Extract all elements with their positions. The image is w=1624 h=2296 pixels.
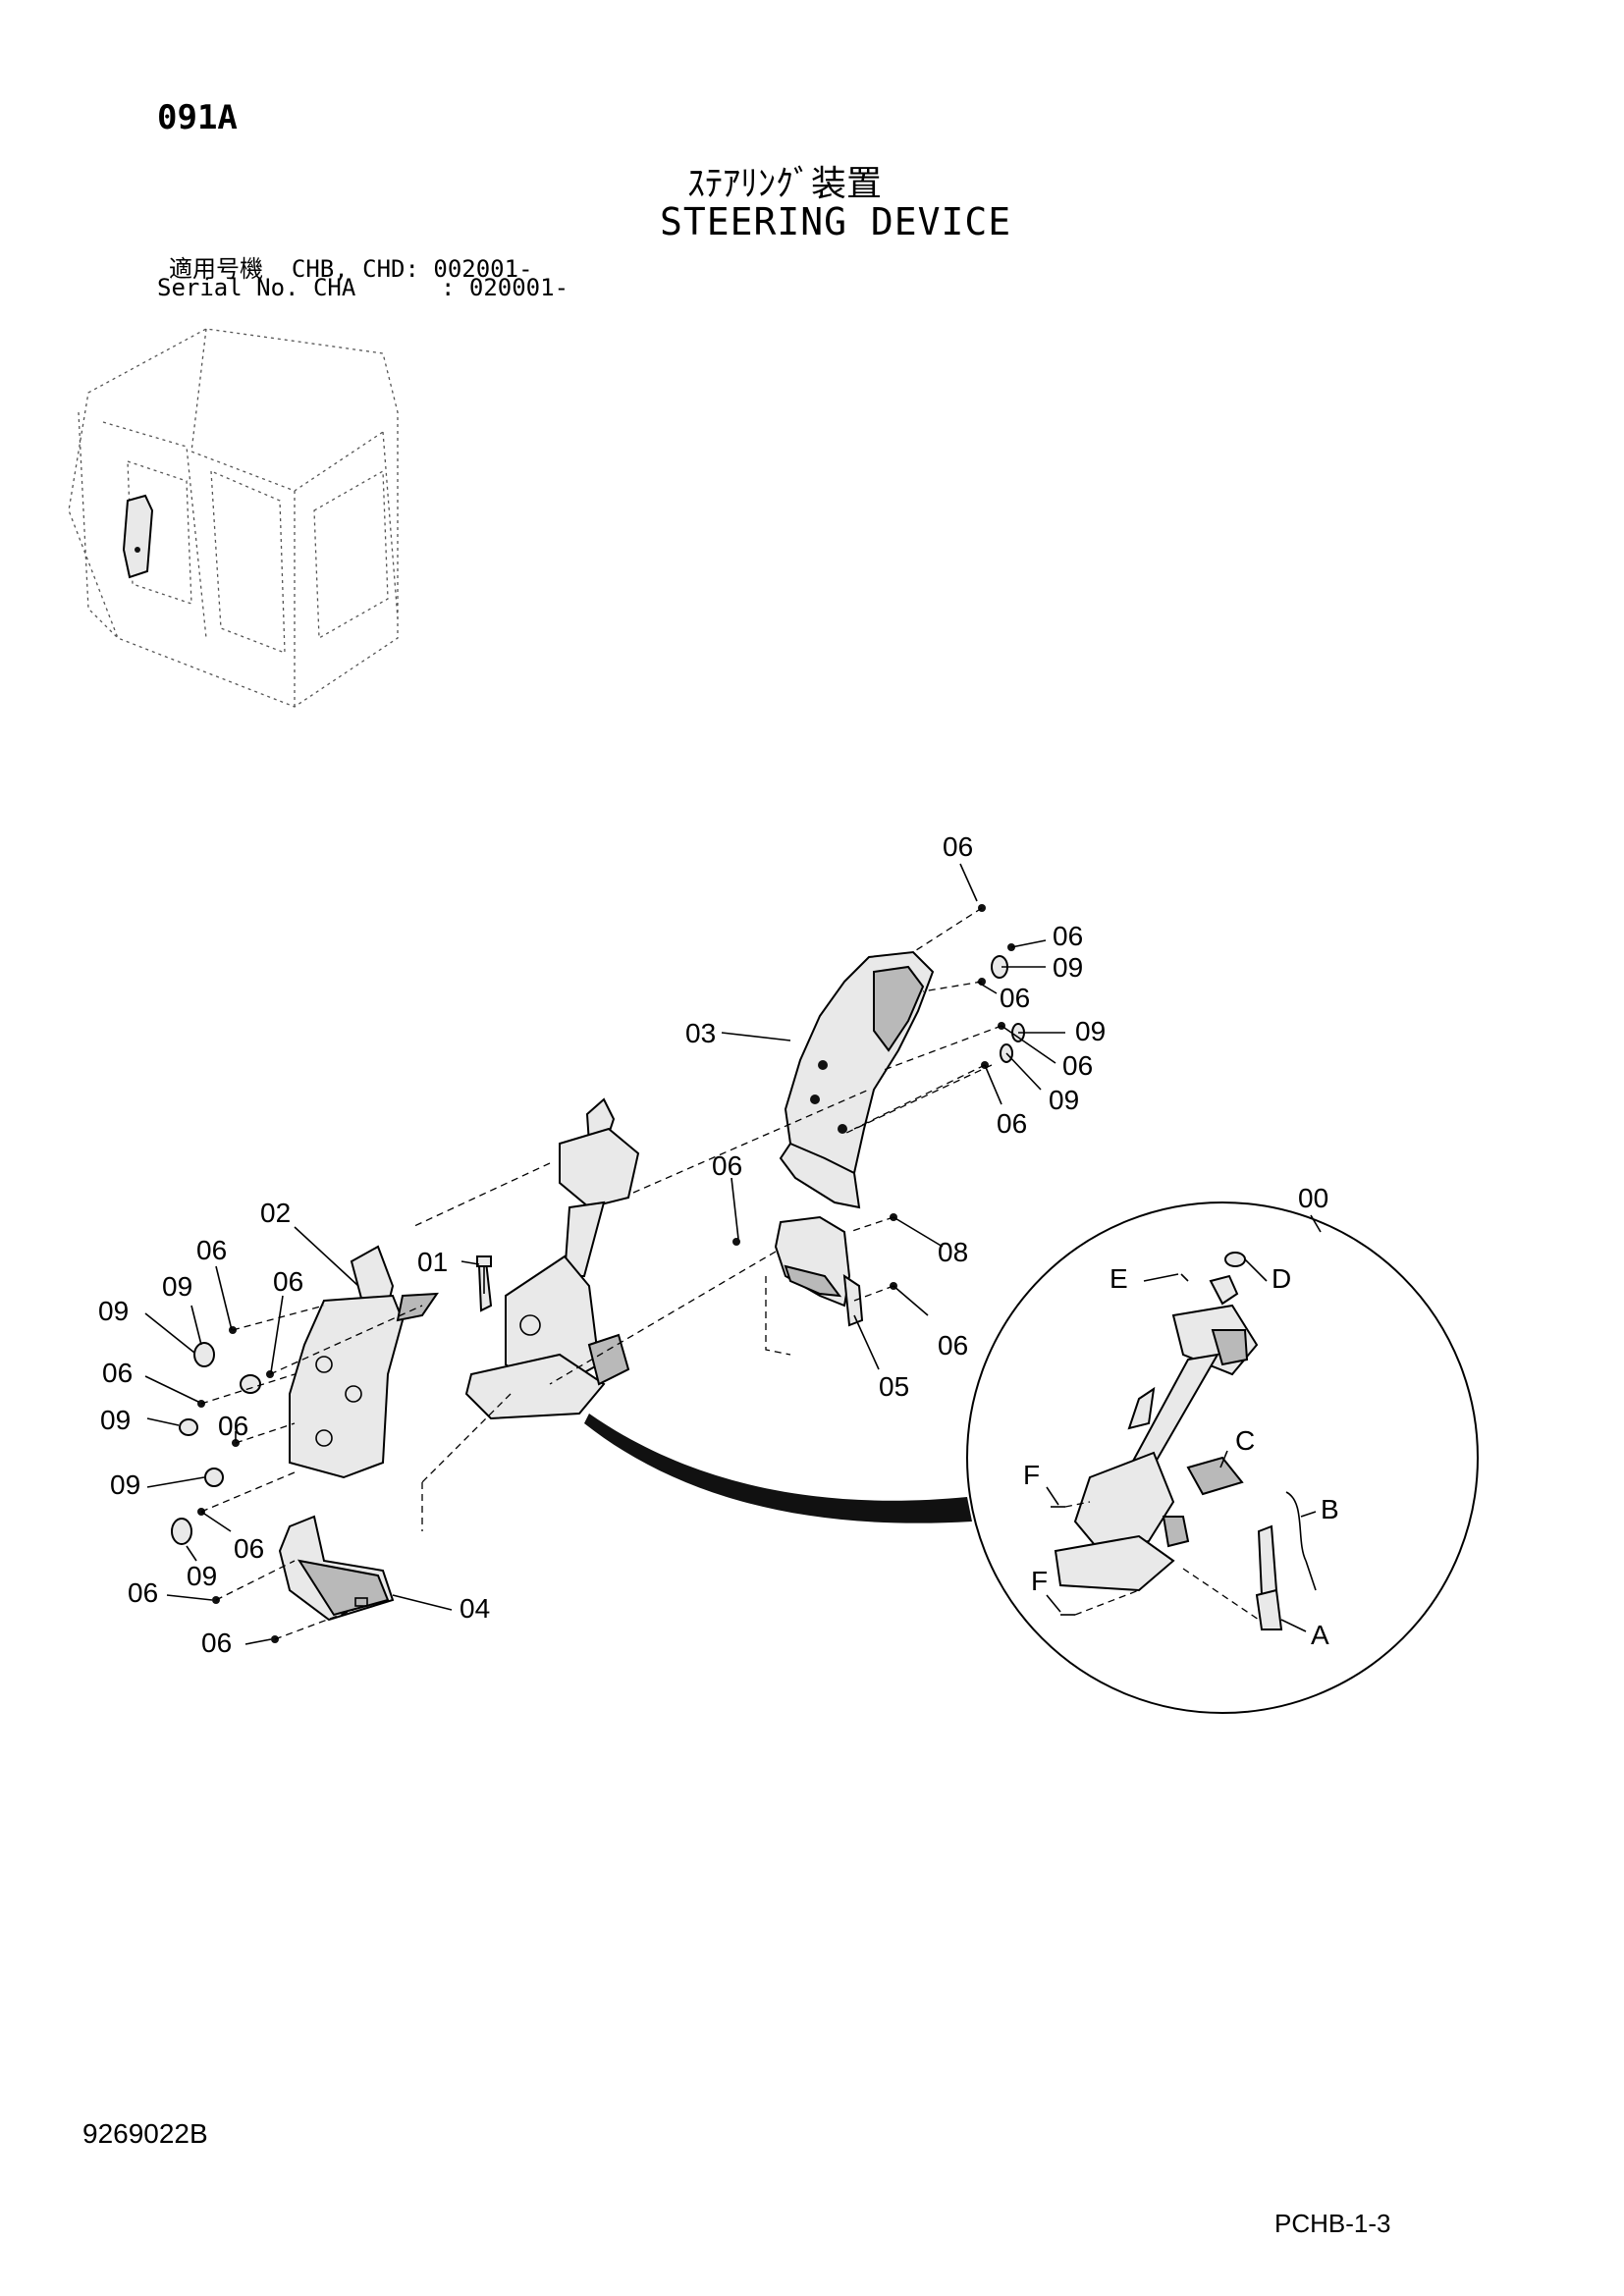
callout-labels: 06 06 09 06 09 06 09 06 03 06 08 06 05 0… — [98, 831, 1339, 1658]
callout-C: C — [1235, 1425, 1255, 1456]
title-english: STEERING DEVICE — [660, 200, 1012, 243]
callout-06-f: 06 — [938, 1330, 968, 1361]
title-japanese: ｽﾃｱﾘﾝｸﾞ装置 — [687, 164, 883, 204]
assembly-lines — [200, 907, 1002, 1640]
upper-cover-part — [779, 950, 935, 1209]
grommets — [171, 955, 1025, 1545]
callout-04: 04 — [460, 1593, 490, 1624]
callout-06-c: 06 — [1062, 1050, 1093, 1081]
callout-02: 02 — [260, 1198, 291, 1228]
leader-lines — [144, 863, 1322, 1645]
callout-09-h: 09 — [187, 1561, 217, 1591]
callout-01: 01 — [417, 1247, 448, 1277]
callout-06-j: 06 — [218, 1411, 248, 1441]
callout-06-g: 06 — [196, 1235, 227, 1265]
callout-09-d: 09 — [162, 1271, 192, 1302]
callout-06-a: 06 — [1053, 921, 1083, 951]
callout-F-upper: F — [1023, 1460, 1040, 1490]
callout-08: 08 — [938, 1237, 968, 1267]
serial-line-2: Serial No. CHA : 020001- — [157, 274, 569, 301]
base-cover-part — [278, 1515, 395, 1622]
callout-06-e: 06 — [712, 1150, 742, 1181]
callout-A: A — [1311, 1620, 1329, 1650]
callout-06-k: 06 — [234, 1533, 264, 1564]
front-cover-part — [289, 1245, 439, 1479]
callout-09-f: 09 — [100, 1405, 131, 1435]
detail-circle — [966, 1201, 1479, 1714]
drawing-number: 9269022B — [82, 2118, 208, 2149]
callout-06-m: 06 — [201, 1628, 232, 1658]
callout-05: 05 — [879, 1371, 909, 1402]
callout-03: 03 — [685, 1018, 716, 1048]
callout-06-top: 06 — [943, 831, 973, 862]
steering-column-part — [464, 1097, 640, 1420]
callout-09-e: 09 — [98, 1296, 129, 1326]
serial-line-1: 適用号機 CHB, CHD: 002001- — [169, 255, 533, 283]
detail-arrow — [584, 1414, 972, 1523]
callout-09-g: 09 — [110, 1469, 140, 1500]
callout-00: 00 — [1298, 1183, 1328, 1213]
bolt-part — [476, 1255, 492, 1294]
thumbnail-highlighted-column — [122, 494, 154, 579]
callout-09-b: 09 — [1075, 1016, 1106, 1046]
callout-06-b: 06 — [1000, 983, 1030, 1013]
callout-B: B — [1321, 1494, 1339, 1524]
cab-location-thumbnail — [68, 328, 399, 708]
page-code: 091A — [157, 98, 238, 137]
sheet-reference: PCHB-1-3 — [1274, 2209, 1391, 2238]
callout-F-lower: F — [1031, 1566, 1048, 1596]
lower-cover-part — [774, 1215, 864, 1327]
callout-06-h: 06 — [273, 1266, 303, 1297]
callout-06-l: 06 — [128, 1577, 158, 1608]
callout-E: E — [1110, 1263, 1128, 1294]
callout-06-i: 06 — [102, 1358, 133, 1388]
callout-D: D — [1272, 1263, 1291, 1294]
callout-06-d: 06 — [997, 1108, 1027, 1139]
callout-09-c: 09 — [1049, 1085, 1079, 1115]
callout-09-a: 09 — [1053, 952, 1083, 983]
